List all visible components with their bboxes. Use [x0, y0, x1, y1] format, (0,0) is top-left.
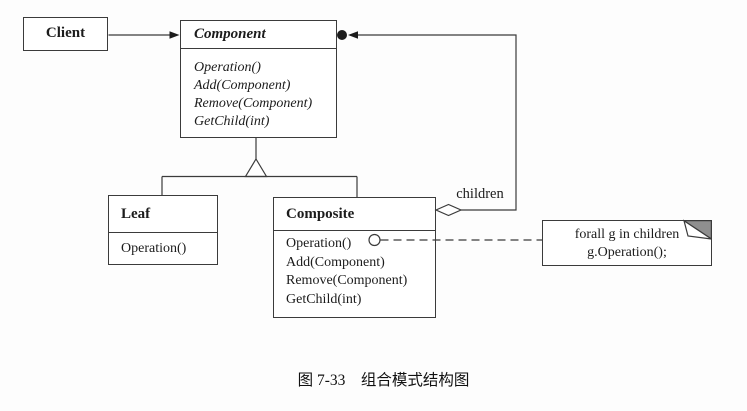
note-line: g.Operation();: [587, 245, 667, 260]
method-list-component: Operation() Add(Component) Remove(Compon…: [181, 49, 336, 131]
figure-caption: 图 7-33 组合模式结构图: [297, 372, 470, 389]
method-row: GetChild(int): [286, 291, 362, 307]
inheritance-connector: [161, 138, 358, 197]
method-list-composite: Operation() Add(Component) Remove(Compon…: [274, 231, 435, 309]
uml-note: forall g in children g.Operation();: [542, 220, 712, 266]
class-title-leaf: Leaf: [109, 196, 217, 233]
method-row: Add(Component): [194, 78, 291, 93]
method-row: Remove(Component): [194, 96, 313, 111]
method-row: Operation(): [121, 241, 187, 256]
method-row: Add(Component): [286, 254, 385, 270]
arrowhead-left-icon: [348, 31, 358, 39]
class-box-composite: Composite Operation() Add(Component) Rem…: [273, 197, 436, 318]
class-title-composite: Composite: [274, 198, 435, 231]
method-row: Remove(Component): [286, 273, 408, 288]
arrowhead-right-icon: [169, 31, 180, 39]
method-list-leaf: Operation(): [109, 233, 217, 258]
class-box-component: Component Operation() Add(Component) Rem…: [180, 20, 337, 138]
method-row: Operation(): [194, 60, 261, 75]
class-box-leaf: Leaf Operation(): [108, 195, 218, 265]
children-role-label: children: [456, 186, 504, 202]
inheritance-triangle-icon: [244, 157, 268, 178]
note-line: forall g in children: [574, 227, 680, 242]
client-component-arrow: [108, 31, 180, 39]
association-dot-icon: [337, 30, 347, 40]
class-title-client: Client: [45, 25, 86, 41]
class-title-component: Component: [181, 21, 336, 49]
method-row: GetChild(int): [194, 114, 270, 129]
class-box-client: Client: [23, 17, 108, 51]
aggregation-diamond-icon: [434, 203, 463, 217]
method-row: Operation(): [286, 236, 352, 251]
